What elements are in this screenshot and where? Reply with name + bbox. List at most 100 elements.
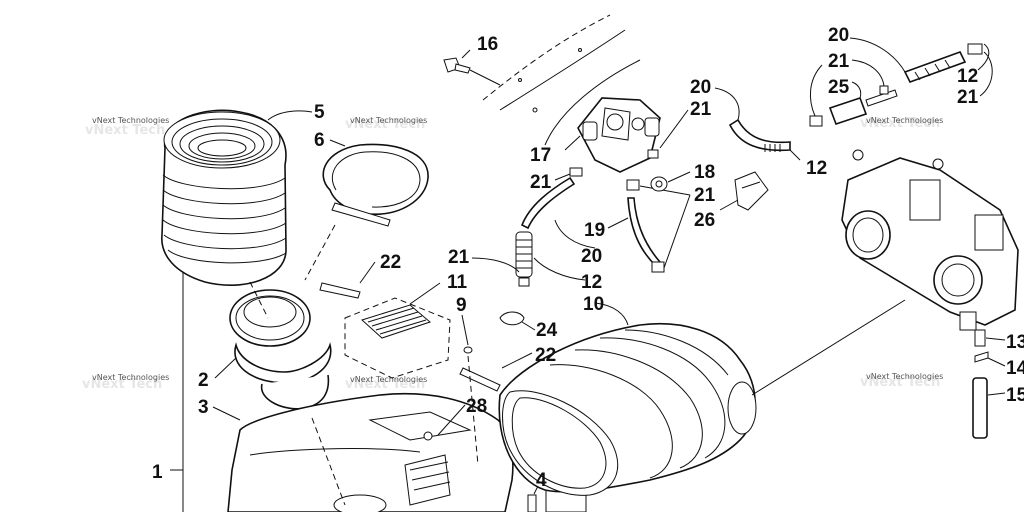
leader-10	[594, 302, 629, 326]
watermark-text: vNext Technologies	[350, 116, 427, 125]
fairing-edge	[482, 14, 641, 146]
svg-text:vNext Tech: vNext Tech	[345, 117, 425, 132]
callout-12-mid: 12	[581, 272, 602, 293]
svg-text:vNext Tech: vNext Tech	[82, 377, 162, 392]
grommet	[650, 176, 668, 192]
callout-21-filter: 21	[448, 247, 470, 268]
leader-3	[212, 406, 241, 421]
leader-12a	[977, 43, 990, 71]
fuel-filter-top	[809, 85, 898, 127]
svg-text:vNext Tech: vNext Tech	[85, 123, 165, 138]
leader-18	[667, 171, 691, 183]
callout-6: 6	[314, 130, 325, 151]
callout-1: 1	[152, 462, 163, 483]
callout-18: 18	[694, 162, 715, 183]
svg-text:vNext Tech: vNext Tech	[860, 375, 940, 390]
leader-5	[267, 110, 313, 121]
callout-22-upper: 22	[380, 252, 401, 273]
fuel-hose-middle	[728, 118, 791, 152]
callout-19: 19	[584, 220, 605, 241]
clamp	[647, 149, 659, 159]
watermark-text: vNext Technologies	[350, 375, 427, 384]
fuel-hose-left	[520, 167, 583, 230]
callout-26: 26	[694, 210, 715, 231]
leader-2	[214, 357, 237, 379]
leader-22b	[501, 352, 533, 369]
callout-13: 13	[1006, 332, 1024, 353]
callout-15: 15	[1006, 385, 1024, 406]
link-10-carb	[751, 299, 906, 396]
callout-11: 11	[447, 272, 468, 293]
fuel-hose-top	[903, 43, 983, 83]
leader-12b	[533, 257, 586, 281]
watermark-text: vNext Technologies	[92, 116, 169, 125]
drain-fitting	[974, 329, 986, 347]
screw	[527, 494, 537, 512]
drain-clamp	[974, 351, 989, 363]
intake-collar	[229, 289, 332, 410]
leader-20b	[714, 87, 740, 121]
decal-label	[344, 297, 451, 379]
callout-21-top: 21	[828, 51, 850, 72]
dash-9	[467, 355, 479, 466]
washer	[463, 346, 473, 354]
leader-28	[437, 404, 466, 436]
callout-21-left: 21	[530, 172, 552, 193]
leader-21d	[659, 109, 689, 149]
hose-clamp-ring	[322, 143, 429, 227]
hose-retainer-block	[734, 171, 769, 211]
leader-9	[461, 314, 469, 346]
callout-24: 24	[536, 320, 558, 341]
callout-3: 3	[198, 397, 209, 418]
inline-fuel-filter	[515, 231, 533, 287]
air-boot-bellows	[161, 109, 287, 286]
leader-17	[564, 135, 581, 151]
leader-21a	[554, 173, 571, 181]
foam-pad-lower	[459, 367, 501, 392]
carburetor-assembly	[841, 149, 1019, 331]
leader-19	[607, 217, 629, 229]
callout-20-mid: 20	[581, 246, 602, 267]
callout-12-top: 12	[957, 66, 978, 87]
callout-17: 17	[530, 145, 551, 166]
leader-16	[461, 49, 471, 59]
assembly-bracket	[170, 267, 222, 512]
leader-24	[521, 321, 536, 331]
callout-21-pump: 21	[690, 99, 712, 120]
drain-hose	[972, 377, 988, 439]
watermark-text: vNext Technologies	[92, 373, 169, 382]
leader-11	[409, 282, 441, 305]
leader-14	[987, 357, 1006, 367]
mounting-bracket	[404, 431, 451, 506]
leader-21g	[979, 51, 993, 97]
watermark-text: vNext Technologies	[866, 116, 943, 125]
leader-21f	[809, 64, 823, 117]
leader-21b	[471, 257, 520, 273]
callout-21-right: 21	[694, 185, 716, 206]
callout-21-topright: 21	[957, 87, 979, 108]
bolt	[443, 57, 471, 74]
dash-6	[304, 224, 336, 281]
bolt-axis	[469, 69, 501, 86]
retainer-clip	[499, 311, 525, 326]
callout-labels: 1 2 3 4 5 6 9 10 11 12 12 12 13 14 15 16…	[152, 25, 1024, 491]
watermark-text: vNext Technologies	[866, 372, 943, 381]
leader-26	[719, 199, 739, 211]
svg-text:vNext Tech: vNext Tech	[860, 116, 940, 131]
fuel-pump	[577, 97, 661, 173]
callout-2: 2	[198, 370, 209, 391]
callout-5: 5	[314, 102, 325, 123]
leader-21e	[851, 59, 885, 87]
leader-25	[851, 81, 862, 99]
leader-6	[329, 139, 346, 147]
callout-16: 16	[477, 34, 498, 55]
leader-13	[985, 337, 1006, 341]
callout-12-right: 12	[806, 158, 827, 179]
callout-14: 14	[1006, 358, 1024, 379]
leader-21c2	[663, 194, 691, 269]
vent-hose	[626, 179, 665, 273]
callout-9: 9	[456, 295, 467, 316]
callout-28: 28	[466, 396, 487, 417]
